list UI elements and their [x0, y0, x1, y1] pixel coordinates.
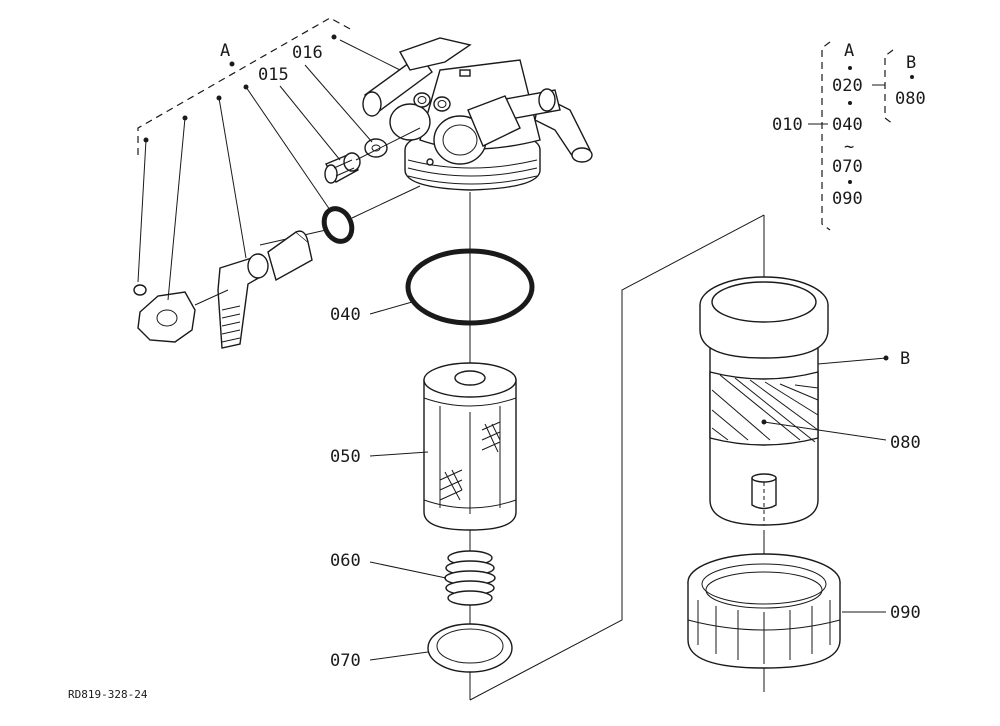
assembly-legend: [808, 41, 914, 231]
label-040: 040: [330, 305, 361, 325]
legend-root: 010: [772, 115, 803, 135]
leader-070: [369, 651, 429, 661]
leader-016-screw: [279, 85, 341, 161]
legend-a-item-4: 090: [832, 189, 863, 209]
label-060: 060: [330, 551, 361, 571]
leader-016-washer: [304, 64, 373, 143]
leader-screw: [137, 139, 147, 283]
legend-a-item-2: 040: [832, 115, 863, 135]
assembly-a-bracket: [137, 17, 353, 155]
screw-part: [324, 152, 361, 184]
axis-screw: [355, 127, 421, 161]
filter-head: [362, 37, 593, 191]
legend-bracket-b: [884, 49, 894, 125]
legend-range-mark: ~: [844, 137, 854, 157]
figure-code: RD819-328-24: [68, 688, 148, 701]
legend-a-item-1: 020: [832, 76, 863, 96]
label-015: 015: [258, 65, 289, 85]
leader-head: [339, 39, 401, 71]
label-a: A: [220, 41, 230, 61]
leader-050: [369, 451, 429, 457]
ring-nut-090: [687, 553, 841, 669]
ring-070: [427, 623, 513, 673]
legend-group-a: A: [844, 41, 854, 61]
axis-nut: [194, 289, 229, 306]
leader-080: [763, 421, 887, 441]
spring-060: [444, 550, 496, 606]
label-070: 070: [330, 651, 361, 671]
legend-group-b: B: [906, 53, 916, 73]
legend-b-item-1: 080: [895, 89, 926, 109]
label-016: 016: [292, 43, 323, 63]
axis-o-ring-upper: [351, 185, 421, 219]
leader-015: [245, 86, 331, 211]
o-ring-040: [405, 248, 535, 326]
filter-element-050: [423, 362, 517, 531]
cock-valve: [217, 230, 313, 349]
leader-060: [369, 561, 447, 579]
routing-line: [469, 214, 765, 701]
lock-nut: [133, 284, 196, 343]
leader-b: [817, 357, 887, 365]
legend-bracket-a: [821, 41, 831, 231]
o-ring-015: [321, 206, 355, 244]
leader-040: [369, 301, 413, 315]
bowl-b: [699, 276, 829, 526]
leader-lever: [218, 97, 247, 259]
label-050: 050: [330, 447, 361, 467]
label-090: 090: [890, 603, 921, 623]
label-080: 080: [890, 433, 921, 453]
leader-nut: [167, 117, 186, 301]
legend-a-item-3: 070: [832, 157, 863, 177]
label-b: B: [900, 349, 910, 369]
